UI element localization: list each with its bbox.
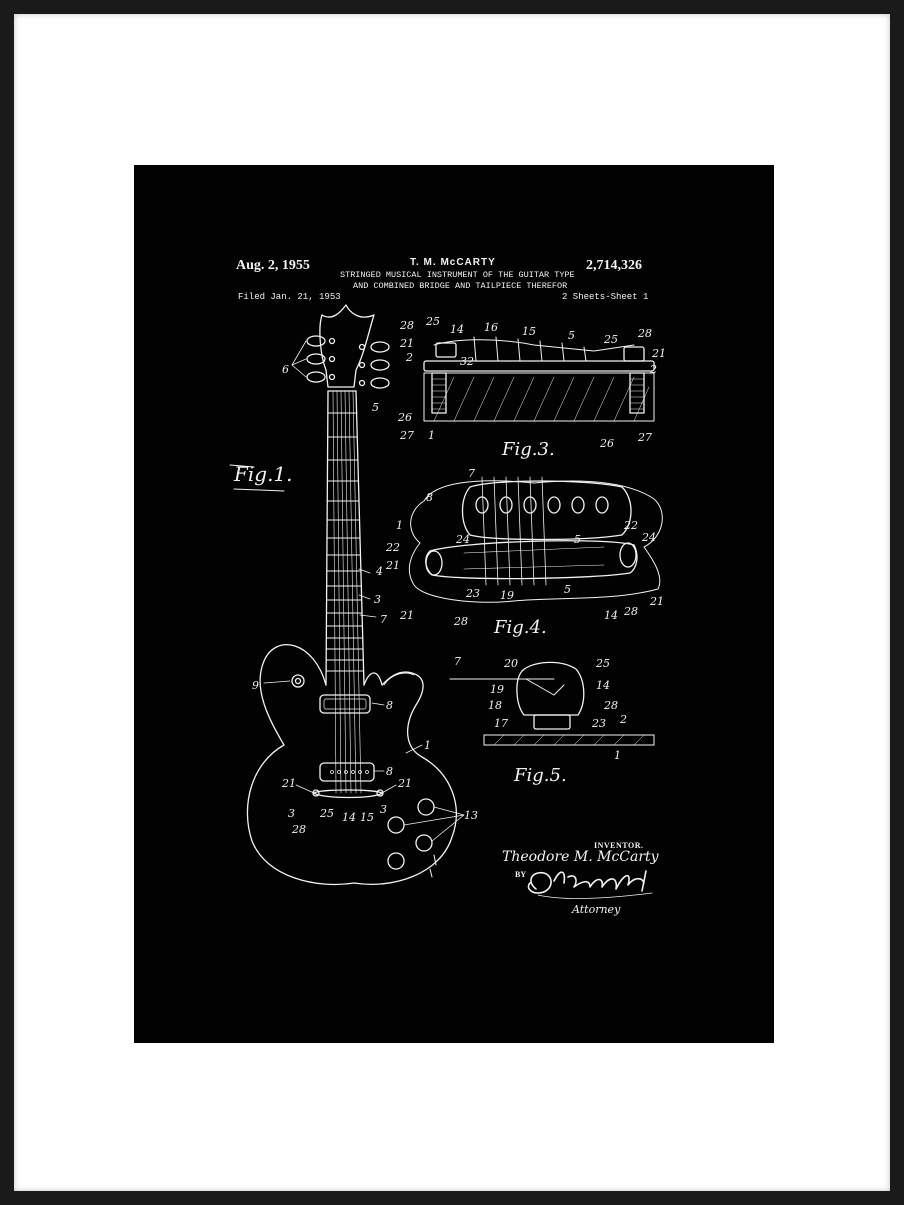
- toggle-switch: [291, 674, 305, 688]
- control-knobs: [387, 798, 435, 870]
- patent-inventor-header: T. M. McCARTY: [410, 257, 496, 268]
- svg-text:14: 14: [342, 811, 356, 824]
- patent-title-line-1: STRINGED MUSICAL INSTRUMENT OF THE GUITA…: [340, 270, 575, 280]
- inventor-signature: Theodore M. McCarty: [502, 849, 659, 865]
- svg-text:24: 24: [641, 531, 656, 544]
- attorney-signature: [527, 870, 653, 899]
- by-label: BY: [515, 870, 527, 879]
- svg-text:18: 18: [488, 699, 502, 712]
- svg-text:22: 22: [385, 541, 400, 554]
- svg-text:28: 28: [603, 699, 618, 712]
- svg-text:25: 25: [319, 807, 334, 820]
- svg-text:27: 27: [399, 429, 414, 442]
- svg-text:21: 21: [399, 609, 414, 622]
- svg-text:28: 28: [453, 615, 468, 628]
- svg-text:16: 16: [484, 321, 498, 334]
- svg-text:19: 19: [500, 589, 514, 602]
- fig3-label: Fig.3.: [501, 439, 555, 460]
- svg-text:1: 1: [614, 749, 621, 762]
- svg-text:25: 25: [425, 315, 440, 328]
- svg-text:7: 7: [454, 655, 461, 668]
- svg-text:5: 5: [574, 533, 581, 546]
- svg-text:26: 26: [599, 437, 614, 450]
- inventor-label: INVENTOR.: [594, 841, 644, 850]
- svg-text:28: 28: [399, 319, 414, 332]
- svg-text:21: 21: [385, 559, 400, 572]
- svg-text:13: 13: [464, 809, 478, 822]
- guitar-tailpiece: [313, 789, 383, 799]
- patent-poster: Aug. 2, 1955 T. M. McCARTY 2,714,326 STR…: [134, 165, 774, 1043]
- svg-text:7: 7: [468, 467, 475, 480]
- fig5-label: Fig.5.: [513, 765, 567, 786]
- svg-text:3: 3: [288, 807, 295, 820]
- patent-title-line-2: AND COMBINED BRIDGE AND TAILPIECE THEREF…: [353, 281, 568, 291]
- svg-text:14: 14: [604, 609, 618, 622]
- patent-filed-date: Filed Jan. 21, 1953: [238, 292, 341, 302]
- fig4-bridge-top-view: 7 8 1 22 24 5 22 24 21 23 19 5 21 21 28 …: [385, 467, 664, 638]
- svg-text:5: 5: [564, 583, 571, 596]
- svg-text:21: 21: [397, 777, 412, 790]
- patent-date: Aug. 2, 1955: [236, 258, 310, 273]
- svg-text:2: 2: [619, 713, 627, 726]
- svg-text:8: 8: [386, 699, 393, 712]
- bridge-pickup: [319, 762, 375, 782]
- svg-text:27: 27: [637, 431, 652, 444]
- svg-text:28: 28: [623, 605, 638, 618]
- svg-text:21: 21: [649, 595, 664, 608]
- svg-text:3: 3: [380, 803, 387, 816]
- svg-text:4: 4: [375, 565, 383, 578]
- svg-text:23: 23: [591, 717, 606, 730]
- svg-text:15: 15: [522, 325, 536, 338]
- svg-text:9: 9: [252, 679, 259, 692]
- patent-sheet-count: 2 Sheets-Sheet 1: [562, 292, 649, 302]
- svg-text:14: 14: [450, 323, 464, 336]
- svg-text:28: 28: [637, 327, 652, 340]
- svg-text:26: 26: [397, 411, 412, 424]
- svg-text:20: 20: [503, 657, 518, 670]
- guitar-body: [246, 644, 457, 886]
- svg-text:28: 28: [291, 823, 306, 836]
- svg-text:25: 25: [603, 333, 618, 346]
- tuners-right: [358, 341, 390, 389]
- tuners-left: [306, 335, 336, 383]
- fig3-bridge-side-view: 28 25 14 16 15 5 25 28 21 21 2 2 32 26 2…: [397, 315, 666, 460]
- svg-text:1: 1: [396, 519, 403, 532]
- guitar-figure: 6 5 4 3 7 9 8 1 8 21 21 3 25 14 15 3 28 …: [229, 304, 478, 886]
- svg-text:14: 14: [596, 679, 610, 692]
- neck-pickup: [319, 694, 371, 714]
- attorney-label: Attorney: [572, 903, 621, 916]
- svg-text:3: 3: [374, 593, 381, 606]
- svg-text:15: 15: [360, 811, 374, 824]
- svg-text:5: 5: [372, 401, 379, 414]
- svg-text:1: 1: [428, 429, 435, 442]
- svg-text:2: 2: [649, 363, 657, 376]
- svg-text:32: 32: [460, 355, 474, 368]
- patent-drawing: 6 5 4 3 7 9 8 1 8 21 21 3 25 14 15 3 28 …: [229, 304, 666, 899]
- guitar-strings: [332, 390, 362, 794]
- svg-text:21: 21: [399, 337, 414, 350]
- fig4-label: Fig.4.: [493, 617, 547, 638]
- svg-text:23: 23: [465, 587, 480, 600]
- patent-number: 2,714,326: [586, 258, 642, 273]
- svg-text:24: 24: [455, 533, 470, 546]
- svg-text:21: 21: [651, 347, 666, 360]
- svg-text:25: 25: [595, 657, 610, 670]
- guitar-headstock: [319, 304, 375, 388]
- svg-text:8: 8: [426, 491, 433, 504]
- svg-text:1: 1: [424, 739, 431, 752]
- fig5-tailpiece-detail: 7 20 25 14 19 18 28 17 23 2 1 Fig.5.: [449, 655, 655, 786]
- svg-text:8: 8: [386, 765, 393, 778]
- svg-text:7: 7: [380, 613, 387, 626]
- svg-text:19: 19: [490, 683, 504, 696]
- svg-text:21: 21: [281, 777, 296, 790]
- svg-text:17: 17: [494, 717, 508, 730]
- svg-text:6: 6: [282, 363, 289, 376]
- svg-text:5: 5: [568, 329, 575, 342]
- svg-text:22: 22: [623, 519, 638, 532]
- svg-text:2: 2: [405, 351, 413, 364]
